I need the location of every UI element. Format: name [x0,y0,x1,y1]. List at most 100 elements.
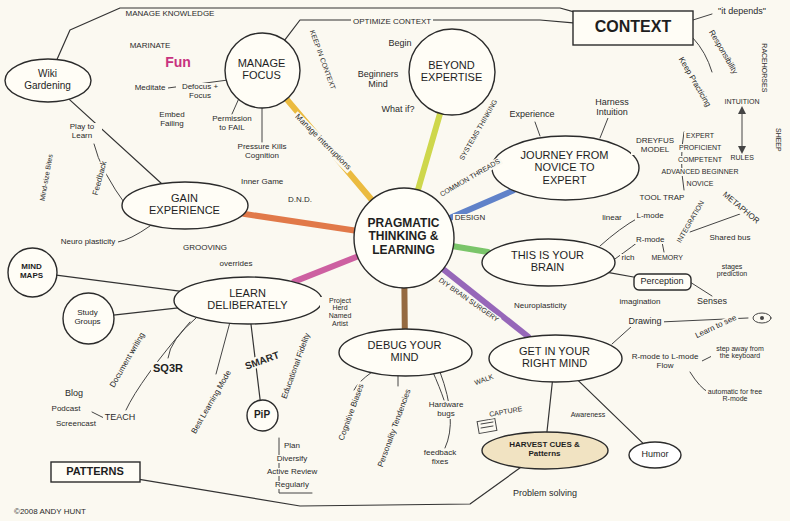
note-label: INTUITION [723,98,762,106]
note-label: Meditate [133,84,168,93]
note-label: Fun [163,55,193,70]
leader-line [168,318,196,358]
node-label: LEARN DELIBERATELY [200,287,296,312]
leader-line [693,38,712,72]
topic-bubble: MANAGE FOCUS [224,32,301,109]
note-label: WALK [471,372,496,387]
outline-shape [247,400,278,431]
outline-shape [634,274,691,290]
outline-shape [573,11,693,45]
connector-line [69,99,162,183]
node-label: GAIN EXPERIENCE [145,192,225,217]
node-label: HARVEST CUES & Patterns [505,440,585,458]
note-label: What if? [380,105,417,115]
node-text-block: Humor [641,449,670,459]
note-label: MEMORY [650,254,685,262]
note-label: Beginners Mind [352,70,404,90]
note-label: Defocus + Focus [176,83,224,101]
note-label: NOVICE [685,180,716,188]
note-label: Shared bus [708,234,753,243]
note-label: D.N.D. [286,196,314,205]
note-label: step away from the keyboard [711,345,770,360]
node-text-block: BEYOND EXPERTISE [416,59,489,84]
topic-bubble: MIND MAPS [7,247,58,298]
note-label: Inner Game [239,178,285,187]
note-label: Learn to see [692,313,739,341]
note-label: Personality Tendencies [376,386,414,470]
outline-shape [225,33,300,108]
node-text-block: CONTEXT [594,18,672,36]
leader-line [690,282,712,296]
note-label: Blog [63,389,85,399]
note-label: INTEGRATION [674,198,706,246]
topic-box: CONTEXT [572,10,694,46]
outline-shape [489,335,622,382]
note-label: Cognitive Biases [337,380,367,443]
leader-lines [92,14,771,493]
note-label: Screencast [54,420,98,429]
node-label: DEBUG YOUR MIND [362,339,447,364]
note-label: Diversify [275,455,310,464]
node-label: BEYOND EXPERTISE [416,59,488,84]
node-label: Humor [641,449,670,459]
topic-bubble: Study Groups [62,292,115,345]
node-label: CONTEXT [594,18,672,36]
outline-shape [51,462,140,482]
branch-connector [294,257,357,282]
connector-line [113,308,178,315]
leader-line [398,376,399,386]
node-text-block: GAIN EXPERIENCE [145,192,226,217]
leader-line [600,118,608,138]
topic-box: PATTERNS [50,461,141,483]
note-label: KEEP IN CONTEXT [307,27,337,93]
note-label: SQ3R [151,362,185,374]
leader-line [216,322,230,374]
note-label: linear [600,214,624,223]
note-label: Senses [695,297,729,307]
note-label: TOOL TRAP [638,194,687,203]
note-label: DREYFUS MODEL [631,137,679,155]
note-label: COMMON THREADS [437,157,503,200]
node-label: MANAGE FOCUS [232,57,292,82]
note-label: Regularly [273,481,311,490]
note-label: Active Review [265,468,319,477]
note-label: DESIGN [453,214,488,223]
outline-shape [63,293,114,344]
branch-connector [401,288,407,329]
note-label: OPTIMIZE CONTEXT [351,18,433,27]
note-label: Project Herd Named Artist [320,297,360,328]
node-label: MIND MAPS [15,262,49,280]
node-label: Perception [640,276,685,286]
note-label: Neuro plasticity [59,238,118,247]
note-label: R-mode to L-mode Flow [628,353,702,371]
note-label: Neuroplasticity [512,302,568,311]
note-label: Permission to FAIL [206,115,258,133]
note-label: MANAGE KNOWLEDGE [124,10,217,19]
topic-bubble: PiP [246,399,279,432]
note-label: METAPHOR [718,189,761,227]
eye-symbol [753,313,771,323]
note-label: GROOVING [181,244,229,253]
topic-bubble: HARVEST CUES & Patterns [481,431,609,470]
node-text-block: LEARN DELIBERATELY [200,287,297,312]
node-text-block: DEBUG YOUR MIND [362,339,448,364]
node-label: GET IN YOUR RIGHT MIND [512,345,597,370]
outline-shape [482,432,608,469]
note-label: Awareness [569,411,608,419]
note-label: automatic for free R-mode [706,388,765,403]
leader-line [693,14,712,20]
leader-line [118,226,150,242]
note-label: Manage interruptions [291,111,353,173]
topic-bubble: DEBUG YOUR MIND [338,328,473,377]
note-label: Mind-size Bites [38,152,54,204]
outline-shape [482,239,615,286]
node-text-block: HARVEST CUES & Patterns [505,440,586,458]
note-label: rich [620,254,637,263]
outline-shape [409,29,495,115]
topic-box: Perception [633,273,692,291]
note-label: Educational Fidelity [279,330,312,402]
note-label: EXPERT [684,132,716,140]
note-label: imagination [618,298,663,307]
connector-line [608,272,634,277]
